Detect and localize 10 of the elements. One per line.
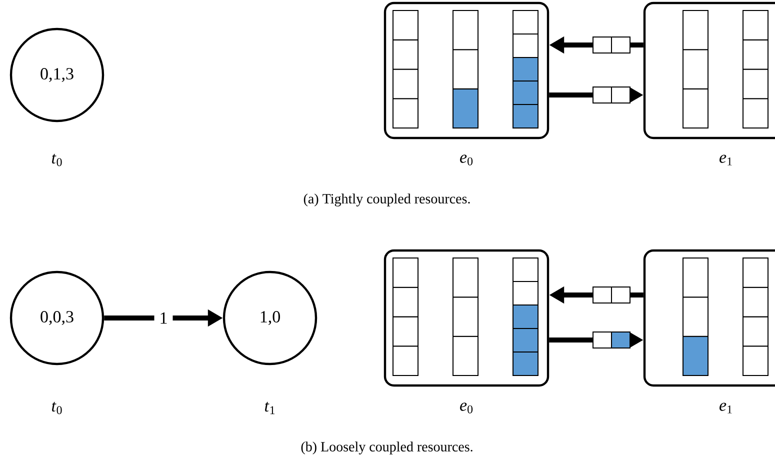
- node-label: t$_{0}$: [52, 402, 62, 414]
- caption: (b) Loosely coupled resources.: [301, 442, 472, 454]
- node-label: e$_{0}$: [460, 154, 473, 166]
- edge-label: 1: [154, 307, 173, 329]
- node-label: e$_{1}$: [720, 402, 732, 414]
- caption: (a) Tightly coupled resources.: [304, 194, 470, 206]
- node-label: t$_{0}$: [52, 154, 62, 166]
- node-label: e$_{0}$: [460, 402, 473, 414]
- node-label: t$_{1}$: [265, 402, 275, 414]
- node-label: e$_{1}$: [720, 154, 732, 166]
